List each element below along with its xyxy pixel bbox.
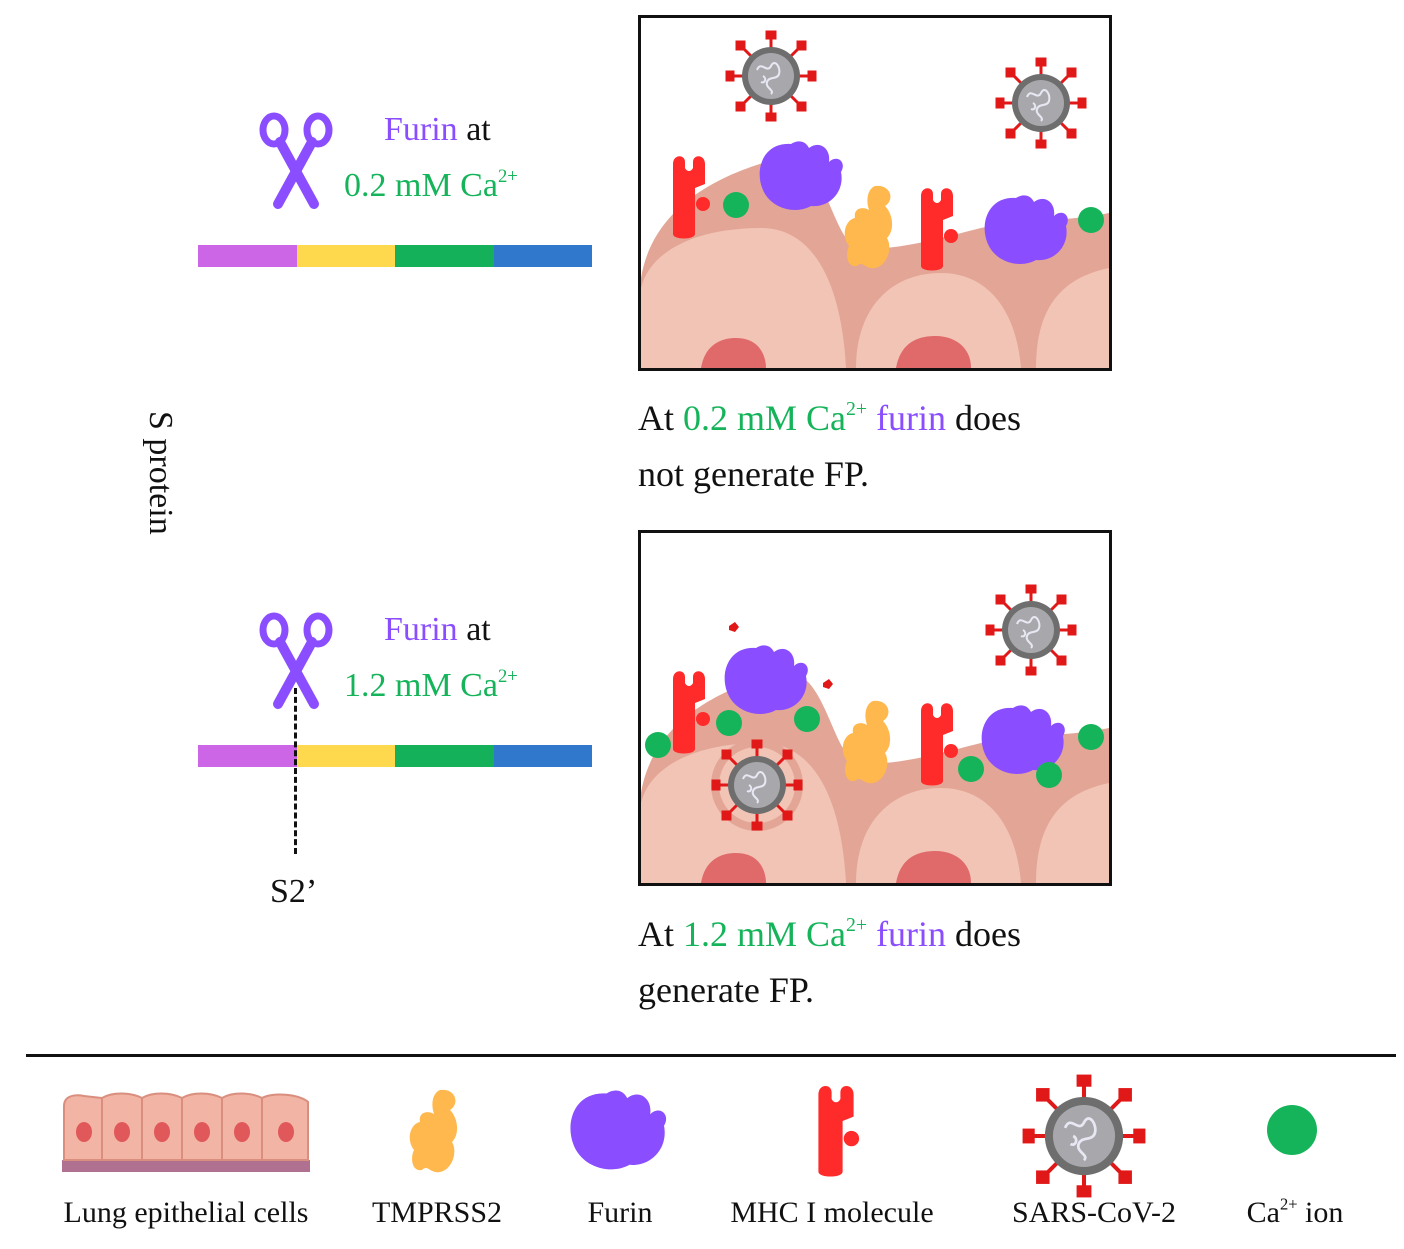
calcium-ion xyxy=(723,192,749,218)
bottom-caption-conc-text: 1.2 mM Ca xyxy=(683,914,847,954)
top-at-word: at xyxy=(466,111,491,148)
legend-tmprss2-label: TMPRSS2 xyxy=(371,1196,503,1229)
mhc-i-molecule-icon xyxy=(818,1086,860,1177)
bar-segment-4 xyxy=(493,245,592,267)
top-furin-word: Furin xyxy=(384,111,458,148)
bottom-enzyme-line1: Furin at xyxy=(384,610,491,650)
cleavage-site-line xyxy=(294,688,297,854)
bar-segment-3 xyxy=(395,245,494,267)
bottom-caption-does: does xyxy=(955,914,1022,954)
bottom-at-word: at xyxy=(466,611,491,648)
bottom-cell-panel xyxy=(638,530,1112,886)
legend-ca-label: Ca2+ ion xyxy=(1220,1196,1370,1230)
bar-segment-3 xyxy=(395,745,494,767)
tmprss2-icon xyxy=(409,1089,458,1173)
bottom-furin-word: Furin xyxy=(384,611,458,648)
bottom-protein-bar xyxy=(198,745,592,767)
top-concentration: 0.2 mM Ca2+ xyxy=(344,166,518,206)
top-conc-text: 0.2 mM Ca xyxy=(344,167,498,204)
bottom-caption-conc: 1.2 mM Ca2+ xyxy=(683,914,867,954)
bottom-caption-sup: 2+ xyxy=(846,914,868,937)
legend-ca-text: Ca xyxy=(1246,1196,1280,1229)
top-conc-sup: 2+ xyxy=(497,165,518,187)
top-caption-furin: furin xyxy=(876,398,947,438)
top-enzyme-line1: Furin at xyxy=(384,110,491,150)
bar-segment-1 xyxy=(198,245,297,267)
legend-furin-label: Furin xyxy=(587,1196,653,1229)
cleavage-site-label: S2’ xyxy=(270,873,318,910)
legend-mhc-label: MHC I molecule xyxy=(730,1196,934,1229)
legend-ca-ion: ion xyxy=(1305,1196,1344,1229)
scissors-icon-bottom xyxy=(259,612,333,709)
bottom-caption: At 1.2 mM Ca2+ furin does generate FP. xyxy=(638,906,1021,1018)
bottom-caption-line1: At 1.2 mM Ca2+ furin does xyxy=(638,906,1021,962)
top-caption-does: does xyxy=(955,398,1022,438)
bottom-caption-furin: furin xyxy=(876,914,947,954)
top-protein-bar xyxy=(198,245,592,267)
furin-icon xyxy=(570,1090,667,1170)
top-caption-conc-text: 0.2 mM Ca xyxy=(683,398,847,438)
bottom-conc-sup: 2+ xyxy=(497,665,518,687)
bar-segment-2 xyxy=(296,245,395,267)
legend-divider xyxy=(26,1054,1396,1057)
legend-lung-label: Lung epithelial cells xyxy=(63,1196,309,1229)
legend-ca-sup: 2+ xyxy=(1279,1194,1298,1214)
top-caption-line2: not generate FP. xyxy=(638,454,869,494)
top-caption-sup: 2+ xyxy=(846,398,868,421)
sars-cov-2-icon xyxy=(1020,1074,1148,1198)
bar-segment-1 xyxy=(198,745,297,767)
bottom-caption-at: At xyxy=(638,914,674,954)
s-protein-label: S protein xyxy=(142,411,179,535)
top-caption-line1: At 0.2 mM Ca2+ furin does xyxy=(638,390,1021,446)
bar-segment-2 xyxy=(296,745,395,767)
bottom-caption-line2: generate FP. xyxy=(638,970,814,1010)
legend-sars-label: SARS-CoV-2 xyxy=(1012,1196,1176,1229)
top-caption-at: At xyxy=(638,398,674,438)
lung-epithelial-cells-icon xyxy=(62,1092,310,1172)
scissors-icon xyxy=(259,112,333,209)
top-cell-panel xyxy=(638,15,1112,371)
calcium-ion-icon xyxy=(1267,1105,1317,1155)
bottom-concentration: 1.2 mM Ca2+ xyxy=(344,666,518,706)
bottom-conc-text: 1.2 mM Ca xyxy=(344,667,498,704)
top-caption: At 0.2 mM Ca2+ furin does not generate F… xyxy=(638,390,1021,502)
top-caption-conc: 0.2 mM Ca2+ xyxy=(683,398,867,438)
bar-segment-4 xyxy=(493,745,592,767)
